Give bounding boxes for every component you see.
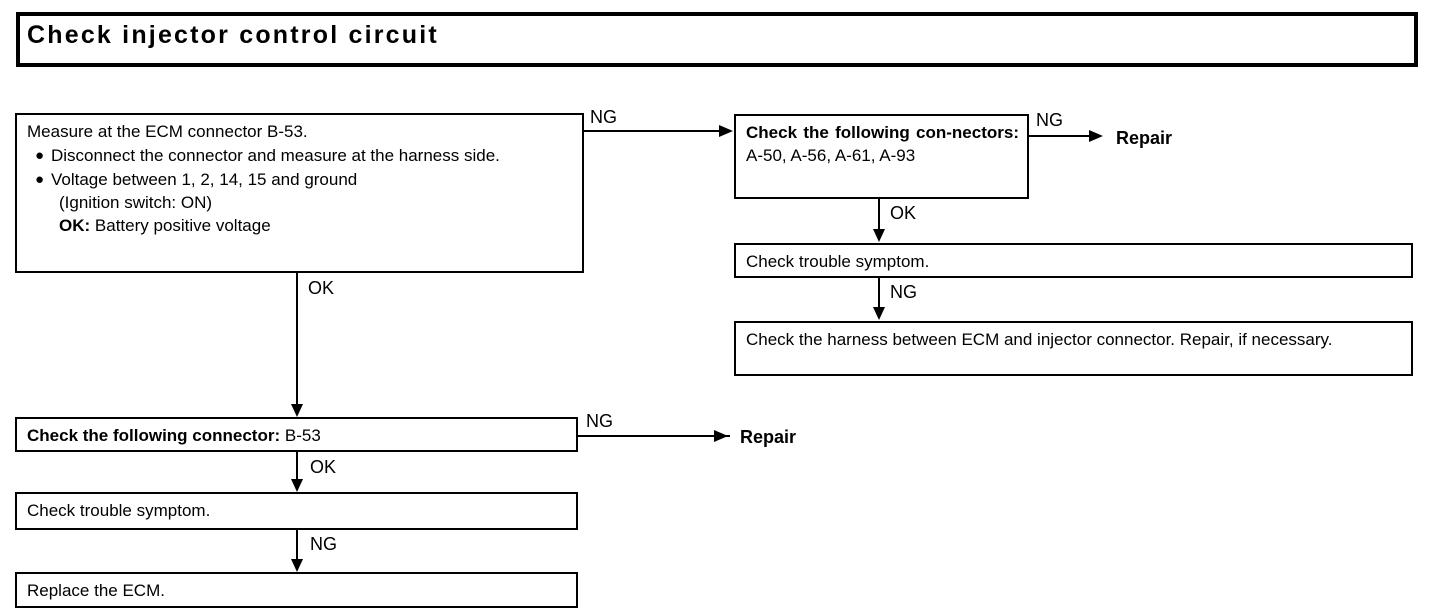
edge-label-connectors-a-ok: OK (890, 203, 917, 223)
check-connector-b-value: B-53 (284, 426, 321, 445)
measure-headline: Measure at the ECM connector B-53. (27, 122, 308, 141)
edge-connectors-a-ng-arrowhead (1089, 130, 1103, 142)
edge-measure-ng-arrowhead (719, 125, 733, 137)
edge-connectors-a-ng-line (1029, 135, 1091, 137)
check-symptom-right-text: Check trouble symptom. (746, 252, 930, 271)
edge-symptom-left-ng-line (296, 530, 298, 561)
measure-bullet-2-text: Voltage between 1, 2, 14, 15 and ground (51, 170, 358, 189)
measure-ok-criteria: OK: Battery positive voltage (59, 214, 574, 237)
edge-symptom-left-ng-arrowhead (291, 559, 303, 572)
edge-label-symptom-left-ng: NG (310, 534, 337, 554)
check-connectors-a-label: Check the following con-nectors: (746, 123, 1019, 142)
bullet-dot-icon: ● (35, 147, 45, 164)
check-symptom-right-box: Check trouble symptom. (734, 243, 1413, 278)
measure-ignition-note: (Ignition switch: ON) (59, 193, 213, 212)
edge-connector-b-ok-arrowhead (291, 479, 303, 492)
edge-label-measure-ng: NG (590, 107, 617, 127)
check-symptom-left-box: Check trouble symptom. (15, 492, 578, 530)
edge-label-connector-b-ok: OK (310, 457, 337, 477)
edge-symptom-right-ng-arrowhead (873, 307, 885, 320)
page-title: Check injector control circuit (27, 21, 439, 49)
repair-terminal-bottom: Repair (740, 427, 797, 447)
edge-measure-ok-arrowhead (291, 404, 303, 417)
edge-measure-ok-line (296, 273, 298, 404)
bullet-dot-icon: ● (35, 171, 45, 188)
edge-symptom-right-ng-line (878, 278, 880, 310)
header-banner (16, 12, 1418, 67)
measure-ecm-connector-box: Measure at the ECM connector B-53. ● Dis… (15, 113, 584, 273)
check-harness-box: Check the harness between ECM and inject… (734, 321, 1413, 376)
edge-connectors-a-ok-line (878, 199, 880, 231)
measure-ok-value: Battery positive voltage (94, 216, 271, 235)
measure-bullet-1-text: Disconnect the connector and measure at … (51, 146, 500, 165)
measure-bullet-1: ● Disconnect the connector and measure a… (27, 144, 574, 167)
edge-connectors-a-ok-arrowhead (873, 229, 885, 242)
edge-measure-ng-line (583, 130, 721, 132)
check-connectors-a-box: Check the following con-nectors: A-50, A… (734, 114, 1029, 199)
edge-label-connector-b-ng: NG (586, 411, 613, 431)
edge-connector-b-ng-line (578, 435, 730, 437)
edge-label-connectors-a-ng: NG (1036, 110, 1063, 130)
edge-label-symptom-right-ng: NG (890, 282, 917, 302)
check-symptom-left-text: Check trouble symptom. (27, 501, 211, 520)
repair-terminal-top: Repair (1116, 128, 1173, 148)
measure-bullet-2: ● Voltage between 1, 2, 14, 15 and groun… (27, 168, 574, 191)
check-connector-b-box: Check the following connector: B-53 (15, 417, 578, 452)
check-connectors-a-value: A-50, A-56, A-61, A-93 (746, 146, 916, 165)
check-connector-b-label: Check the following connector: (27, 426, 281, 445)
measure-ok-label: OK: (59, 216, 91, 235)
check-harness-text: Check the harness between ECM and inject… (746, 330, 1333, 349)
replace-ecm-box: Replace the ECM. (15, 572, 578, 608)
replace-ecm-text: Replace the ECM. (27, 581, 165, 600)
edge-label-measure-ok: OK (308, 278, 335, 298)
edge-connector-b-ok-line (296, 452, 298, 481)
edge-connector-b-ng-arrowhead (714, 430, 728, 442)
